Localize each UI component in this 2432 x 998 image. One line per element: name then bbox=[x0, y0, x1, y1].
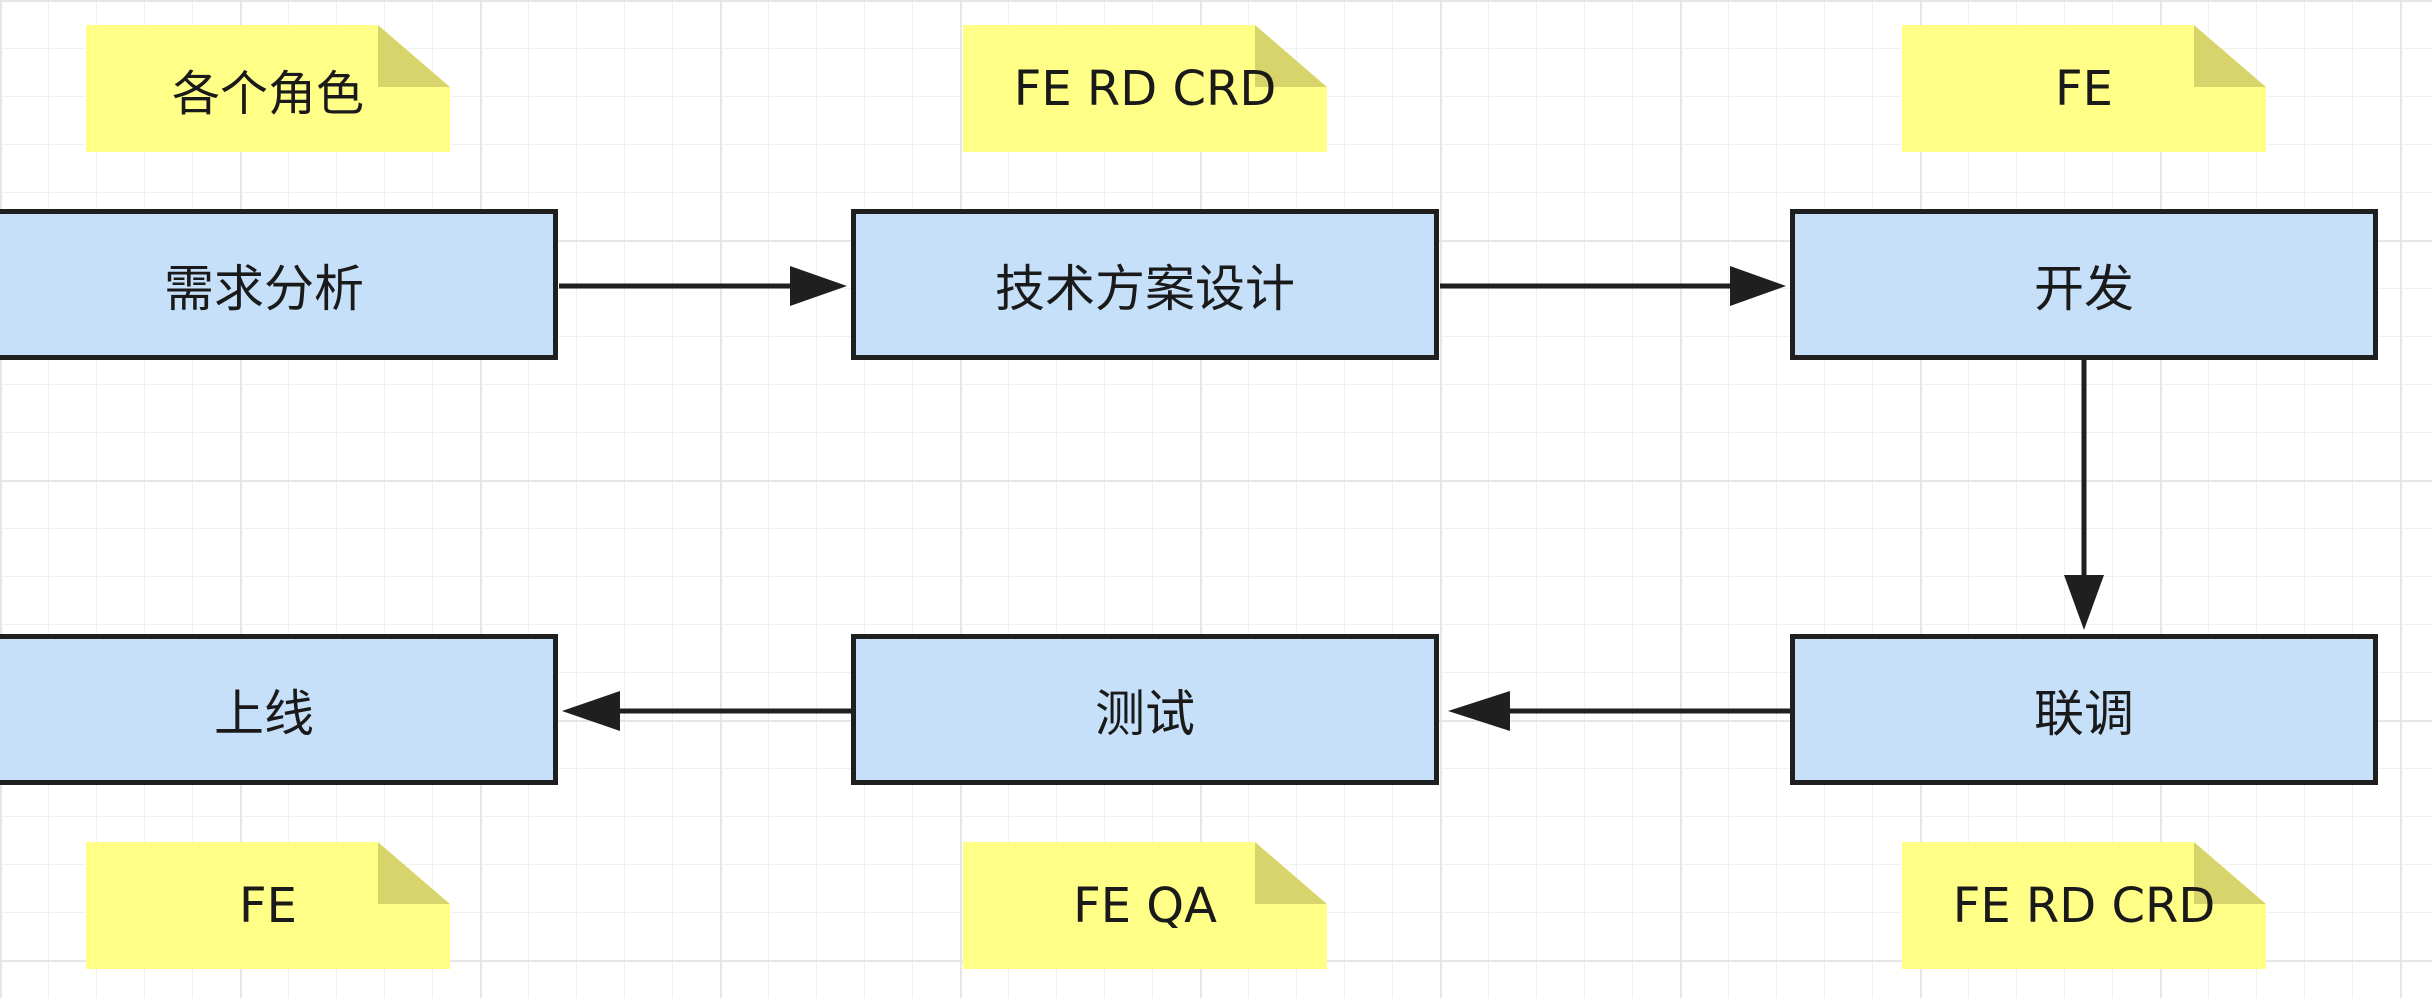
note-label: FE bbox=[2055, 60, 2113, 117]
arrowhead-testing bbox=[1448, 691, 1510, 731]
step-label: 开发 bbox=[2034, 259, 2134, 318]
step-testing[interactable]: 测试 bbox=[851, 634, 1439, 785]
step-integration[interactable]: 联调 bbox=[1790, 634, 2378, 785]
note-development-roles[interactable]: FE bbox=[1902, 25, 2266, 152]
step-label: 联调 bbox=[2034, 684, 2134, 743]
arrowhead-development bbox=[1730, 266, 1786, 306]
note-label: FE RD CRD bbox=[1013, 60, 1277, 117]
note-label: FE bbox=[239, 877, 297, 934]
step-label: 需求分析 bbox=[164, 259, 364, 318]
step-label: 技术方案设计 bbox=[995, 259, 1295, 318]
arrowhead-integration bbox=[2064, 575, 2104, 630]
step-label: 测试 bbox=[1095, 684, 1195, 743]
arrowhead-design bbox=[790, 266, 847, 306]
step-label: 上线 bbox=[214, 684, 314, 743]
note-label: FE RD CRD bbox=[1952, 877, 2216, 934]
note-label: 各个角色 bbox=[171, 65, 364, 122]
note-design-roles[interactable]: FE RD CRD bbox=[963, 25, 1327, 152]
arrowhead-release bbox=[562, 691, 620, 731]
step-development[interactable]: 开发 bbox=[1790, 209, 2378, 360]
note-testing-roles[interactable]: FE QA bbox=[963, 842, 1327, 969]
step-release[interactable]: 上线 bbox=[0, 634, 558, 785]
note-label: FE QA bbox=[1073, 877, 1217, 934]
step-technical-design[interactable]: 技术方案设计 bbox=[851, 209, 1439, 360]
step-requirements-analysis[interactable]: 需求分析 bbox=[0, 209, 558, 360]
